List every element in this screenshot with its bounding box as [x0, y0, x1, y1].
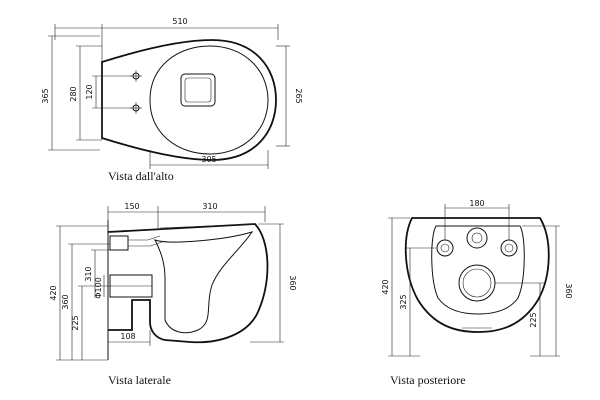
dim-310-left: 310 [84, 266, 93, 281]
dim-360-left: 360 [61, 294, 70, 309]
dim-305: 305 [201, 155, 216, 164]
side-view-inner-bowl [154, 231, 254, 334]
side-view-flush-inlet [109, 235, 129, 251]
dim-310: 310 [202, 202, 217, 211]
dim-phi100: Φ100 [94, 277, 103, 299]
caption-rear-view: Vista posteriore [390, 373, 466, 387]
side-view: 150 310 420 360 310 Φ100 225 108 360 Vis… [49, 202, 297, 387]
dim-360-right: 360 [288, 275, 297, 290]
caption-top-view: Vista dall'alto [108, 169, 174, 183]
dim-108: 108 [120, 332, 135, 341]
dim-120: 120 [85, 84, 94, 99]
dim-420: 420 [49, 285, 58, 300]
dim-280: 280 [69, 86, 78, 101]
side-view-bowl-outline [107, 223, 269, 344]
dim-510: 510 [172, 17, 187, 26]
top-view-bowl-outline [101, 39, 277, 161]
dim-225-left: 225 [71, 315, 80, 330]
caption-side-view: Vista laterale [108, 373, 171, 387]
top-view-inner-rim [149, 45, 269, 155]
top-view-drain [180, 73, 216, 107]
rear-view: 180 420 325 360 225 Vista posteriore [381, 199, 573, 387]
dim-325: 325 [399, 294, 408, 309]
rear-view-hole-center [466, 227, 488, 249]
top-view-drain-inner [184, 77, 212, 103]
dim-265: 265 [294, 88, 303, 103]
dim-365: 365 [41, 88, 50, 103]
dim-180: 180 [469, 199, 484, 208]
dim-420-rear: 420 [381, 279, 390, 294]
rear-view-hole-left [436, 239, 454, 257]
rear-view-inner-frame [431, 225, 525, 315]
rear-view-drain [458, 264, 496, 302]
rear-view-outline [404, 217, 550, 333]
dim-360-rear: 360 [564, 283, 573, 298]
dim-225-rear: 225 [529, 312, 538, 327]
rear-view-hole-right [500, 239, 518, 257]
top-view: 510 365 280 120 265 305 Vista dall'alto [41, 17, 303, 183]
dim-150: 150 [124, 202, 139, 211]
